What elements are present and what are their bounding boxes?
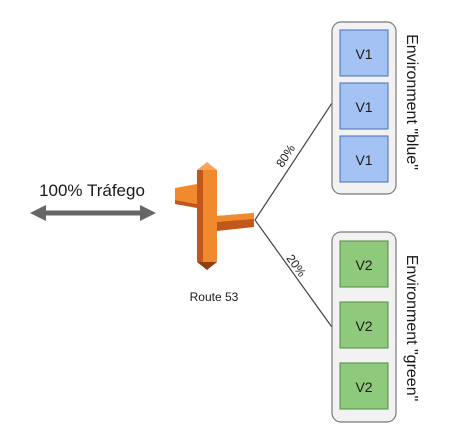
instance-label: V2 [355, 257, 372, 273]
double-arrow-icon [30, 205, 156, 221]
route53-icon [175, 162, 254, 270]
route-line-green [254, 219, 335, 331]
green-instance-3: V2 [339, 362, 389, 410]
blue-instance-3: V1 [339, 135, 389, 183]
instance-label: V2 [355, 318, 372, 334]
instance-label: V1 [355, 99, 372, 115]
environment-blue-label: Environment "blue" [403, 34, 420, 170]
environment-green-label: Environment "green" [403, 255, 420, 402]
instance-label: V1 [355, 46, 372, 62]
green-instance-2: V2 [339, 301, 389, 349]
instance-label: V1 [355, 152, 372, 168]
route-percent-blue: 80% [273, 142, 298, 170]
instance-label: V2 [355, 379, 372, 395]
route-line-blue [254, 99, 335, 221]
route53-label: Route 53 [190, 290, 239, 304]
environment-blue: V1 V1 V1 Environment "blue" [331, 21, 420, 195]
blue-instance-1: V1 [339, 29, 389, 77]
traffic-label: 100% Tráfego [39, 181, 145, 200]
blue-instance-2: V1 [339, 82, 389, 130]
green-instance-1: V2 [339, 240, 389, 288]
environment-green: V2 V2 V2 Environment "green" [331, 231, 420, 423]
